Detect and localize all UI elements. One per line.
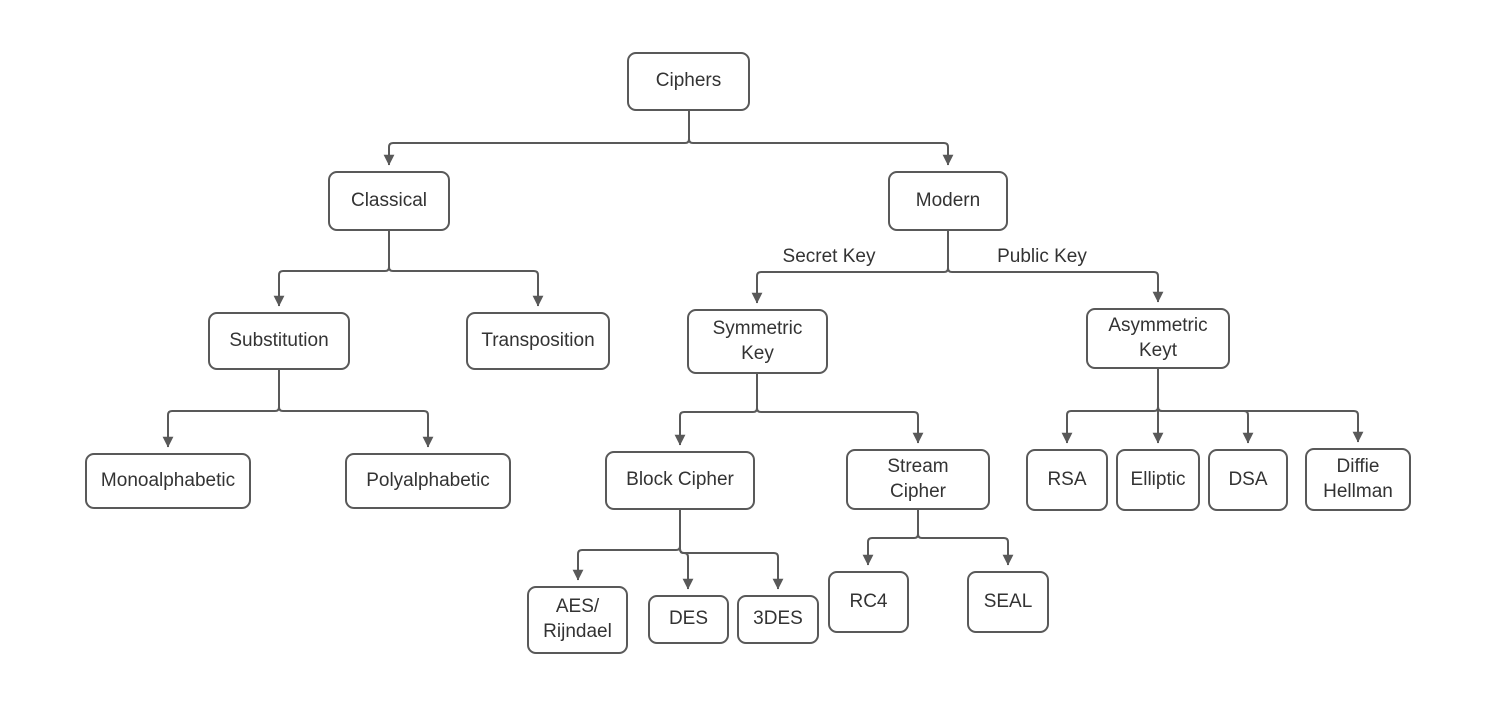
edge-ciphers-modern: [688, 111, 954, 166]
edge-substitution-mono: [162, 370, 280, 448]
node-substitution[interactable]: Substitution: [208, 312, 350, 370]
node-classical[interactable]: Classical: [328, 171, 450, 231]
node-transposition[interactable]: Transposition: [466, 312, 610, 370]
node-rsa[interactable]: RSA: [1026, 449, 1108, 511]
node-3des[interactable]: 3DES: [737, 595, 819, 644]
node-asymmetric-key[interactable]: Asymmetric Keyt: [1086, 308, 1230, 369]
node-polyalphabetic[interactable]: Polyalphabetic: [345, 453, 511, 509]
edge-asymmetric-dsa: [1157, 369, 1254, 444]
node-block-cipher[interactable]: Block Cipher: [605, 451, 755, 510]
node-symmetric-key[interactable]: Symmetric Key: [687, 309, 828, 374]
node-modern[interactable]: Modern: [888, 171, 1008, 231]
node-ciphers[interactable]: Ciphers: [627, 52, 750, 111]
edge-classical-transposition: [388, 231, 544, 307]
edge-substitution-poly: [278, 370, 434, 448]
edge-block-3des: [679, 510, 784, 590]
edge-stream-seal: [917, 510, 1014, 566]
edge-classical-substitution: [273, 231, 390, 307]
node-seal[interactable]: SEAL: [967, 571, 1049, 633]
node-stream-cipher[interactable]: Stream Cipher: [846, 449, 990, 510]
edge-asymmetric-diffie: [1157, 369, 1364, 443]
node-monoalphabetic[interactable]: Monoalphabetic: [85, 453, 251, 509]
node-dsa[interactable]: DSA: [1208, 449, 1288, 511]
edge-ciphers-classical: [383, 111, 690, 166]
edge-block-des: [679, 510, 694, 590]
node-elliptic[interactable]: Elliptic: [1116, 449, 1200, 511]
node-diffie-hellman[interactable]: Diffie Hellman: [1305, 448, 1411, 511]
node-des[interactable]: DES: [648, 595, 729, 644]
node-aes-rijndael[interactable]: AES/ Rijndael: [527, 586, 628, 654]
edge-asymmetric-rsa: [1061, 369, 1159, 444]
edge-symmetric-stream: [756, 374, 924, 444]
edge-block-aes: [572, 510, 681, 581]
edge-label-public-key: Public Key: [986, 246, 1098, 268]
edge-label-secret-key: Secret Key: [772, 246, 886, 268]
edge-symmetric-block: [674, 374, 758, 446]
edge-modern-asymmetric: [947, 231, 1164, 303]
node-rc4[interactable]: RC4: [828, 571, 909, 633]
edge-stream-rc4: [862, 510, 919, 566]
